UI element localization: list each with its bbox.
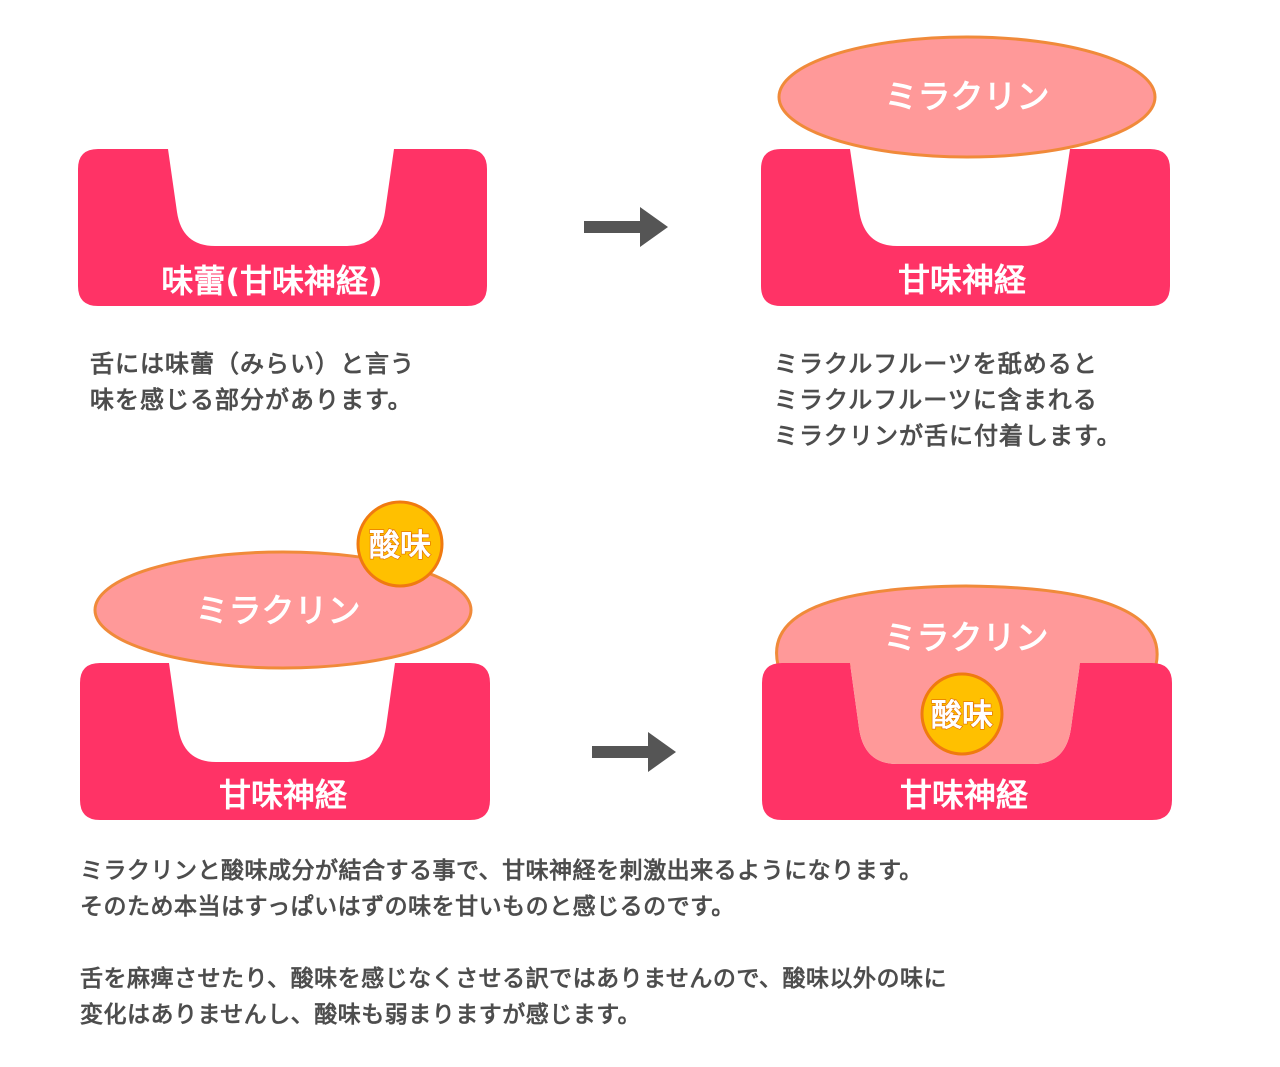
panel-miraculin-attach: 甘味神経 ミラクリン <box>761 35 1170 306</box>
sour-molecule <box>356 500 444 588</box>
caption-sweet-signal: ミラクリンと酸味成分が結合する事で、甘味神経を刺激出来るようになります。 そのた… <box>80 858 923 920</box>
tongue-block <box>762 663 1172 820</box>
arrow-right-icon <box>584 207 668 247</box>
sour-label: 酸味 <box>369 528 431 564</box>
sour-label: 酸味 <box>931 698 993 734</box>
tongue-block <box>78 149 487 306</box>
miraculin-label: ミラクリン <box>885 77 1050 116</box>
caption-taste-bud: 舌には味蕾（みらい）と言う 味を感じる部分があります。 <box>90 350 415 414</box>
nerve-label: 味蕾(甘味神経) <box>161 262 382 300</box>
caption-note: 舌を麻痺させたり、酸味を感じなくさせる訳ではありませんので、酸味以外の味に 変化… <box>80 966 947 1028</box>
sour-molecule <box>920 672 1004 756</box>
miraculin-protein <box>777 35 1157 159</box>
nerve-label: 甘味神経 <box>219 776 348 814</box>
miraculin-protein <box>93 550 473 670</box>
panel-sour-approach: 甘味神経 ミラクリン 酸味 <box>80 500 490 820</box>
panel-sweet-signal: ミラクリン 酸味 甘味神経 <box>762 584 1172 820</box>
tongue-block <box>80 663 490 820</box>
miraculin-label: ミラクリン <box>196 591 361 630</box>
miraculin-protein <box>775 584 1159 667</box>
nerve-label: 甘味神経 <box>898 261 1027 299</box>
panel-taste-bud: 味蕾(甘味神経) <box>78 149 487 306</box>
caption-miraculin-attach: ミラクルフルーツを舐めると ミラクルフルーツに含まれる ミラクリンが舌に付着しま… <box>774 350 1122 450</box>
miraculin-label: ミラクリン <box>884 618 1049 657</box>
nerve-label: 甘味神経 <box>900 776 1029 814</box>
arrow-right-icon <box>592 732 676 772</box>
tongue-block <box>761 149 1170 306</box>
